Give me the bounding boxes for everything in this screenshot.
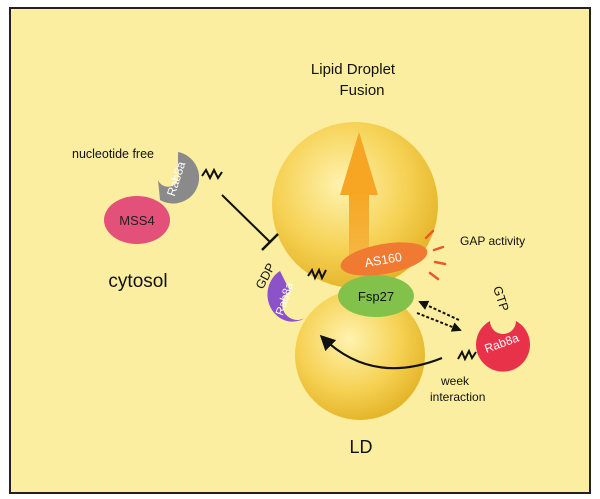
mss4-protein: MSS4 (104, 196, 170, 244)
rab8a-gtp-lipid-tail (457, 348, 477, 362)
mss4-label: MSS4 (119, 213, 154, 228)
rab8a-free-lipid-tail (201, 167, 223, 181)
gap-activity-label: GAP activity (460, 234, 525, 248)
weak-interaction-label-1: week (440, 374, 470, 388)
inhibition-line (221, 194, 279, 251)
as160-protein: AS160 (340, 242, 428, 276)
gap-activity-rays (424, 229, 447, 281)
nucleotide-free-label: nucleotide free (72, 147, 154, 161)
rab8a-gdp-lipid-tail (307, 267, 327, 281)
lipid-droplet-bottom (295, 290, 425, 420)
binding-equilibrium-arrows (416, 300, 462, 332)
ld-label: LD (349, 437, 372, 457)
cytosol-label: cytosol (108, 271, 167, 292)
rab8a-nucleotide-free: Rab8a (158, 152, 200, 204)
title-line-1: Lipid Droplet (311, 61, 396, 78)
rab8a-gtp: Rab8a (475, 321, 530, 372)
weak-interaction-label-2: interaction (430, 390, 485, 404)
fusion-arrow-icon (340, 132, 378, 260)
fsp27-label: Fsp27 (358, 289, 394, 304)
recruitment-arrow (319, 334, 443, 370)
title-line-2: Fusion (339, 82, 384, 99)
as160-label: AS160 (364, 250, 403, 270)
fsp27-protein: Fsp27 (338, 275, 414, 317)
